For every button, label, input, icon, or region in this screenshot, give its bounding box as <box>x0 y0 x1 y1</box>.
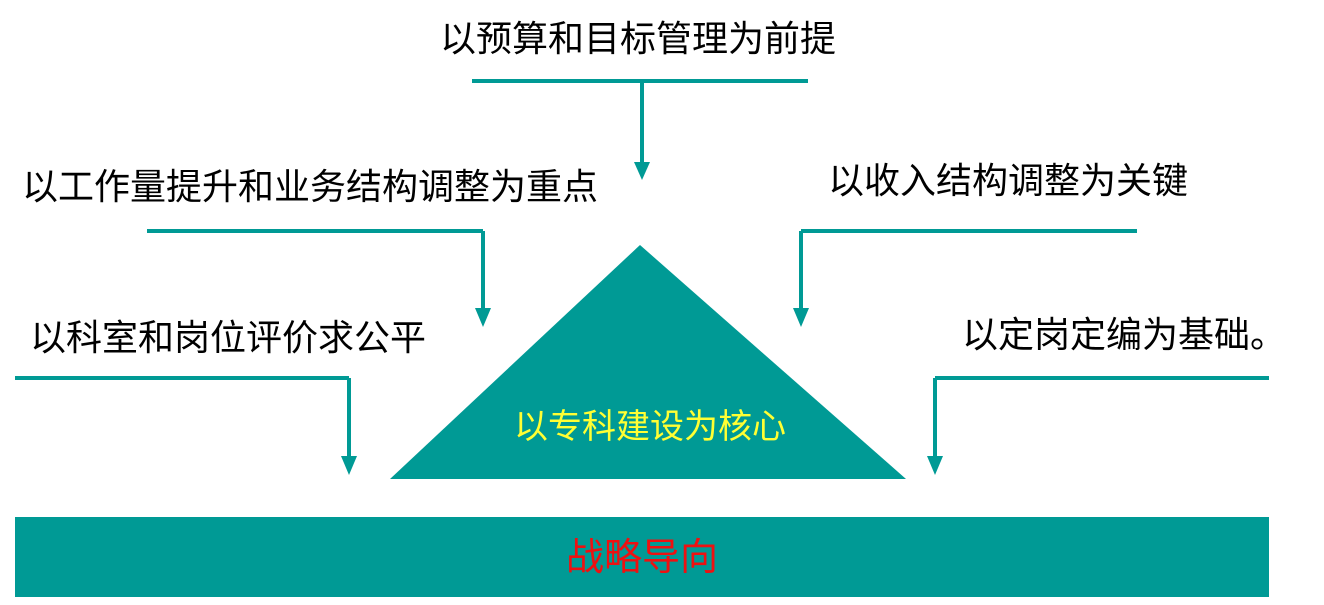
arrow-mid-left <box>475 308 491 327</box>
connector-low-left <box>15 376 351 460</box>
arrow-low-left <box>341 456 357 475</box>
label-low-left: 以科室和岗位评价求公平 <box>30 318 427 359</box>
connector-low-right <box>933 376 1269 460</box>
base-label: 战略导向 <box>565 535 718 579</box>
label-mid-left: 以工作量提升和业务结构调整为重点 <box>22 167 599 208</box>
base-bar <box>15 517 1269 597</box>
connector-mid-right <box>799 229 1137 312</box>
label-top: 以预算和目标管理为前提 <box>440 19 837 60</box>
arrow-low-right <box>927 456 943 475</box>
core-label: 以专科建设为核心 <box>514 407 786 447</box>
arrow-mid-right <box>793 308 809 327</box>
label-mid-right: 以收入结构调整为关键 <box>828 161 1189 202</box>
connector-mid-left <box>147 229 485 312</box>
label-low-right: 以定岗定编为基础。 <box>962 315 1287 356</box>
core-triangle <box>390 245 906 479</box>
arrow-top <box>634 162 650 180</box>
connector-top <box>472 79 808 166</box>
